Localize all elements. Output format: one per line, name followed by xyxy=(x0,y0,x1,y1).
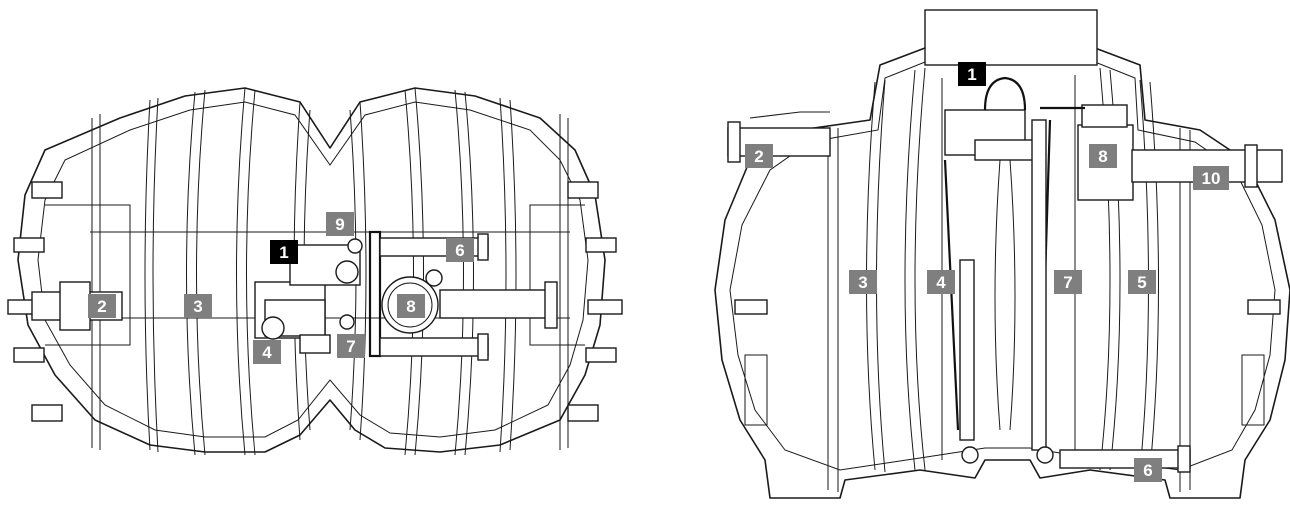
top-control-unit xyxy=(254,230,382,358)
label-side-5-box xyxy=(1128,270,1156,294)
label-top-6-text: 6 xyxy=(455,241,464,260)
label-side-3: 3 xyxy=(849,270,877,294)
label-side-7-box xyxy=(1054,270,1082,294)
label-top-9: 9 xyxy=(326,212,354,236)
label-side-4-text: 4 xyxy=(936,273,946,292)
label-top-1-box xyxy=(270,240,298,264)
label-top-4: 4 xyxy=(253,340,281,364)
label-top-1-text: 1 xyxy=(279,243,288,262)
side-pump-assembly xyxy=(943,76,1054,464)
label-side-4-box xyxy=(927,270,955,294)
side-view-outline xyxy=(714,47,1290,499)
label-side-1: 1 xyxy=(958,62,986,86)
label-top-9-text: 9 xyxy=(335,215,344,234)
label-top-2-text: 2 xyxy=(97,297,106,316)
label-side-1-text: 1 xyxy=(967,65,976,84)
label-top-8-box xyxy=(397,294,425,318)
label-side-5-text: 5 xyxy=(1137,273,1146,292)
side-inlet-pipe xyxy=(727,127,831,157)
label-top-3: 3 xyxy=(184,294,212,318)
label-side-2-box xyxy=(745,144,773,168)
label-side-6-text: 6 xyxy=(1143,461,1152,480)
label-side-8-text: 8 xyxy=(1098,147,1107,166)
label-side-2: 2 xyxy=(745,144,773,168)
label-top-7-box xyxy=(337,334,365,358)
top-view-tank xyxy=(7,87,623,456)
top-view-labels: 1 2 3 4 6 7 8 9 xyxy=(88,212,474,364)
label-side-2-text: 2 xyxy=(754,147,763,166)
side-riser xyxy=(924,9,1098,66)
label-side-10: 10 xyxy=(1193,166,1229,190)
label-side-4: 4 xyxy=(927,270,955,294)
side-view-tank xyxy=(714,9,1290,499)
label-top-9-box xyxy=(326,212,354,236)
label-top-1: 1 xyxy=(270,240,298,264)
label-top-8-text: 8 xyxy=(406,297,415,316)
label-side-8-box xyxy=(1089,144,1117,168)
label-top-3-text: 3 xyxy=(193,297,202,316)
label-side-10-text: 10 xyxy=(1202,169,1221,188)
label-top-2: 2 xyxy=(88,294,116,318)
top-pipe-7 xyxy=(379,337,489,357)
label-top-2-box xyxy=(88,294,116,318)
label-side-6: 6 xyxy=(1134,458,1162,482)
label-top-4-text: 4 xyxy=(262,343,272,362)
label-top-6: 6 xyxy=(446,238,474,262)
top-outlet-pipe xyxy=(439,289,556,319)
label-top-7-text: 7 xyxy=(346,337,355,356)
label-side-7-text: 7 xyxy=(1063,273,1072,292)
label-side-8: 8 xyxy=(1089,144,1117,168)
label-top-8: 8 xyxy=(397,294,425,318)
label-side-3-box xyxy=(849,270,877,294)
label-side-3-text: 3 xyxy=(858,273,867,292)
label-side-6-box xyxy=(1134,458,1162,482)
label-top-3-box xyxy=(184,294,212,318)
label-top-7: 7 xyxy=(337,334,365,358)
label-side-5: 5 xyxy=(1128,270,1156,294)
label-top-6-box xyxy=(446,238,474,262)
side-pipe-6 xyxy=(1059,449,1191,469)
top-view-inner-outline xyxy=(37,101,589,438)
label-top-4-box xyxy=(253,340,281,364)
label-side-7: 7 xyxy=(1054,270,1082,294)
side-view-labels: 1 2 3 4 5 6 7 8 10 xyxy=(745,62,1229,482)
label-side-10-box xyxy=(1193,166,1229,190)
label-side-1-box xyxy=(958,62,986,86)
